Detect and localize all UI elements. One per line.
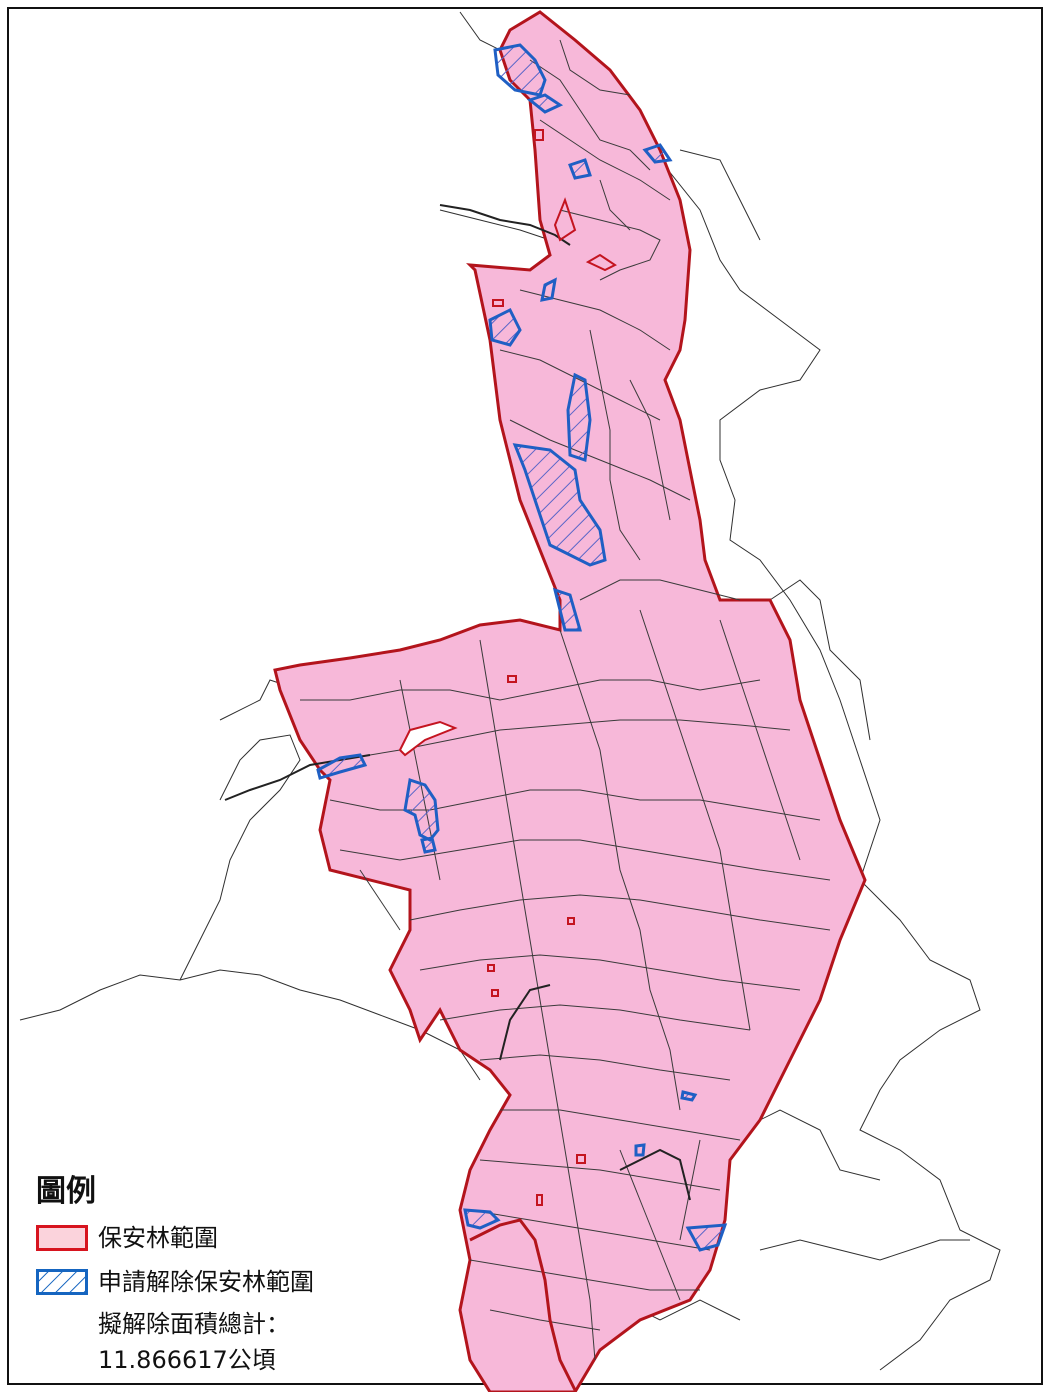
release-area-mid-1	[488, 307, 522, 347]
release-area-south-3	[680, 1090, 698, 1102]
release-area-north-3	[568, 158, 592, 180]
legend-item-protected-forest: 保安林範圍	[36, 1218, 366, 1258]
release-area-north-1	[493, 43, 547, 97]
release-area-mid-3	[566, 372, 592, 463]
release-area-west-3	[420, 836, 437, 854]
release-area-south-2	[685, 1223, 728, 1252]
release-area-west-1	[316, 753, 368, 780]
protected-forest-area	[273, 10, 867, 1392]
release-area-swatch-icon	[36, 1269, 88, 1295]
legend-total-value: 11.866617公頃	[98, 1346, 276, 1374]
release-area-south-4	[634, 1143, 646, 1157]
legend-total-label: 擬解除面積總計：	[98, 1310, 290, 1338]
release-areas	[316, 43, 728, 1252]
release-area-south-1	[463, 1208, 501, 1230]
southern-red-boundary	[469, 1218, 577, 1391]
small-forest-parcels	[398, 129, 617, 1206]
release-area-mid-2	[540, 277, 557, 302]
release-area-north-2	[526, 93, 564, 114]
legend-item-release-area: 申請解除保安林範圍	[36, 1262, 366, 1302]
legend-label-release-area: 申請解除保安林範圍	[98, 1268, 314, 1296]
legend-title: 圖例	[36, 1174, 96, 1209]
protected-forest-swatch-icon	[36, 1225, 88, 1251]
release-area-mid-5	[552, 587, 582, 632]
release-area-north-4	[642, 143, 673, 164]
map-legend: 圖例 保安林範圍 申請解除保安林範圍 擬解除面積總計： 11.866617公頃	[36, 1172, 366, 1378]
legend-label-protected-forest: 保安林範圍	[98, 1224, 218, 1252]
release-area-mid-4	[512, 443, 607, 567]
